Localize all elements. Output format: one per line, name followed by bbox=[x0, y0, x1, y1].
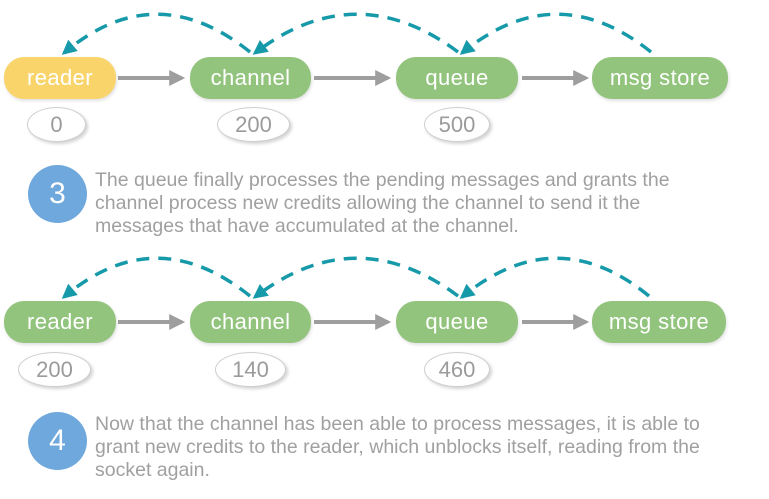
credit-count-queue-1: 500 bbox=[424, 107, 490, 142]
node-channel-1: channel bbox=[190, 57, 311, 99]
node-reader-2: reader bbox=[4, 301, 116, 343]
node-msg-store-2: msg store bbox=[592, 301, 726, 343]
credit-count-reader-1: 0 bbox=[27, 107, 86, 142]
text-line: Now that the channel has been able to pr… bbox=[95, 413, 700, 435]
credit-arrow-queue-channel-1 bbox=[252, 12, 460, 55]
credit-arrow-channel-reader-2 bbox=[61, 256, 252, 299]
step-3-description: The queue finally processes the pending … bbox=[95, 169, 760, 238]
credit-arrow-msgstore-queue-2 bbox=[459, 256, 651, 299]
credit-arrow-channel-reader-1 bbox=[61, 12, 252, 55]
step-4-description: Now that the channel has been able to pr… bbox=[95, 413, 760, 482]
credit-arrow-msgstore-queue-1 bbox=[459, 12, 653, 55]
node-queue-1: queue bbox=[396, 57, 518, 99]
text-line: grant new credits to the reader, which u… bbox=[95, 436, 700, 458]
credit-count-channel-1: 200 bbox=[217, 107, 290, 142]
node-reader-1: reader bbox=[4, 57, 116, 99]
credit-count-queue-2: 460 bbox=[424, 352, 490, 387]
credit-count-reader-2: 200 bbox=[18, 352, 91, 387]
node-queue-2: queue bbox=[396, 301, 518, 343]
credit-count-channel-2: 140 bbox=[215, 352, 286, 387]
text-line: socket again. bbox=[95, 459, 210, 481]
text-line: The queue finally processes the pending … bbox=[95, 169, 670, 191]
step-number-3-badge: 3 bbox=[28, 165, 87, 223]
step-number-4-badge: 4 bbox=[28, 412, 87, 470]
node-channel-2: channel bbox=[190, 301, 311, 343]
credit-arrow-queue-channel-2 bbox=[252, 256, 460, 299]
node-msg-store-1: msg store bbox=[592, 57, 728, 99]
text-line: messages that have accumulated at the ch… bbox=[95, 215, 519, 237]
text-line: channel process new credits allowing the… bbox=[95, 192, 641, 214]
